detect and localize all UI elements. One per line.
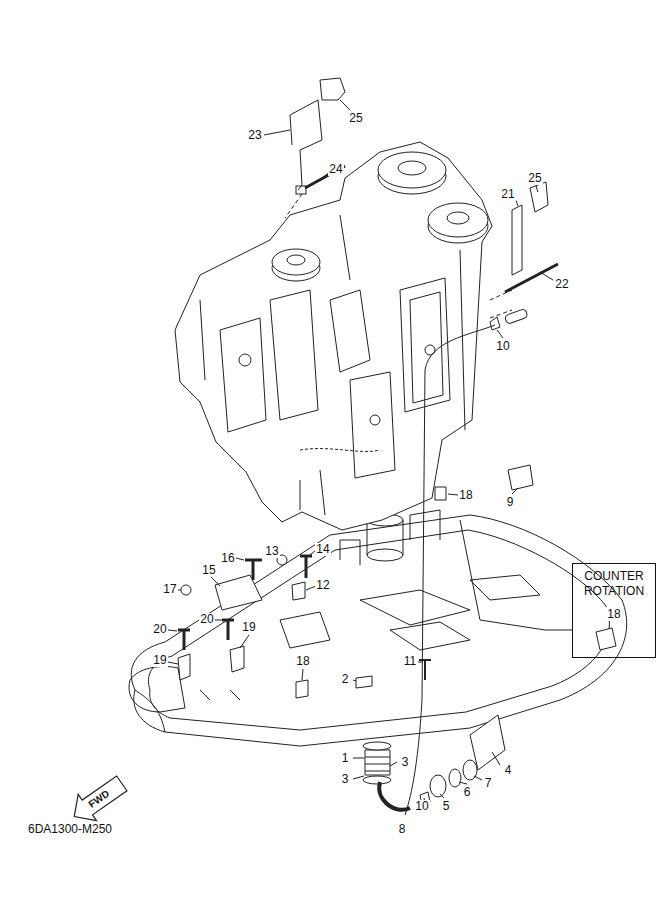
callout-number: 9 bbox=[506, 496, 515, 509]
callout-number: 5 bbox=[442, 800, 451, 813]
callout-number: 13 bbox=[264, 545, 279, 558]
callout-number: 1 bbox=[341, 752, 350, 765]
callout-number: 23 bbox=[247, 129, 262, 142]
callout-number: 25 bbox=[348, 112, 363, 125]
diagram-code: 6DA1300-M250 bbox=[27, 823, 113, 836]
callout-number: 25 bbox=[527, 172, 542, 185]
inset-title: COUNTER ROTATION bbox=[576, 569, 652, 599]
leader-lines bbox=[168, 100, 553, 804]
callout-number: 7 bbox=[484, 777, 493, 790]
callout-number: 4 bbox=[504, 764, 513, 777]
engine-block bbox=[175, 142, 492, 530]
callout-number: 24 bbox=[328, 163, 343, 176]
callout-number: 6 bbox=[463, 786, 472, 799]
callout-number: 14 bbox=[315, 543, 330, 556]
callout-number: 10 bbox=[414, 800, 429, 813]
callout-number: 20 bbox=[199, 613, 214, 626]
callout-number: 8 bbox=[398, 823, 407, 836]
callout-number: 19 bbox=[152, 654, 167, 667]
callout-number: 21 bbox=[500, 188, 515, 201]
callout-number: 11 bbox=[403, 655, 417, 668]
callout-number: 10 bbox=[495, 340, 510, 353]
inset-box: COUNTER ROTATION 18 bbox=[572, 563, 656, 658]
callout-number: 18 bbox=[606, 607, 621, 621]
callout-number: 18 bbox=[295, 655, 310, 668]
callout-number: 15 bbox=[201, 564, 216, 577]
callout-number: 2 bbox=[341, 673, 350, 686]
callout-number: 17 bbox=[162, 583, 177, 596]
callout-number: 16 bbox=[220, 552, 235, 565]
callout-number: 3 bbox=[341, 773, 350, 786]
callout-number: 20 bbox=[152, 623, 167, 636]
callout-number: 19 bbox=[241, 621, 256, 634]
callout-number: 3 bbox=[401, 756, 410, 769]
callout-number: 18 bbox=[458, 489, 473, 502]
callout-number: 12 bbox=[315, 579, 330, 592]
bottom-cowling bbox=[129, 510, 627, 746]
small-parts bbox=[178, 78, 616, 815]
callout-number: 22 bbox=[554, 278, 569, 291]
